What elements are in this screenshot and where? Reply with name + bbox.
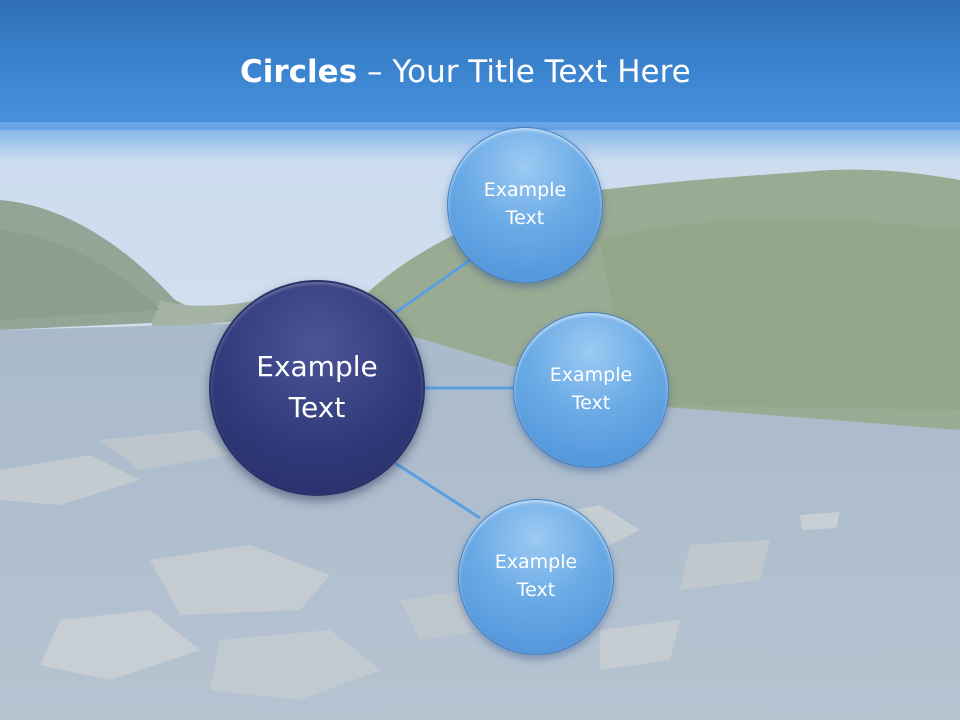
satellite-circle-middle[interactable]: Example Text [513,312,669,468]
satellite-circle-label: Example Text [549,364,633,414]
satellite-circle-label: Example Text [494,551,578,601]
satellite-circle-top[interactable]: Example Text [447,127,603,283]
slide-title-rest: – Your Title Text Here [357,54,691,90]
connector-line-1 [394,258,471,315]
slide-title-strong: Circles [240,54,358,90]
satellite-circle-bottom[interactable]: Example Text [458,499,614,655]
center-circle[interactable]: Example Text [209,280,425,496]
connector-line-3 [394,461,481,520]
center-circle-label: Example Text [256,350,378,424]
satellite-circle-label: Example Text [483,179,567,229]
slide-title[interactable]: Circles – Your Title Text Here [240,54,880,98]
title-bar [0,0,960,130]
